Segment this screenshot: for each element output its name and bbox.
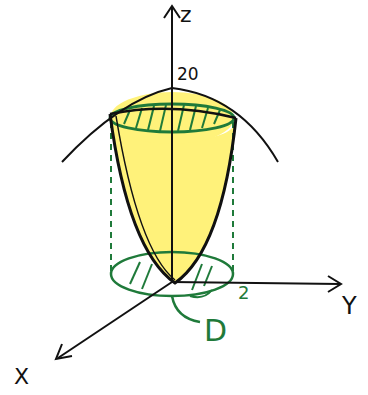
d-leader xyxy=(172,296,200,322)
axes xyxy=(56,6,341,359)
radius-mark xyxy=(190,290,212,297)
axis-label: Y xyxy=(342,294,357,318)
axis-label: z xyxy=(180,4,192,26)
height-label: 20 xyxy=(177,66,199,83)
surface-curve xyxy=(62,88,278,162)
paraboloid-outline xyxy=(116,116,175,280)
region-label: D xyxy=(204,316,227,346)
axis-label: X xyxy=(14,366,29,388)
radius-label: 2 xyxy=(238,284,249,302)
